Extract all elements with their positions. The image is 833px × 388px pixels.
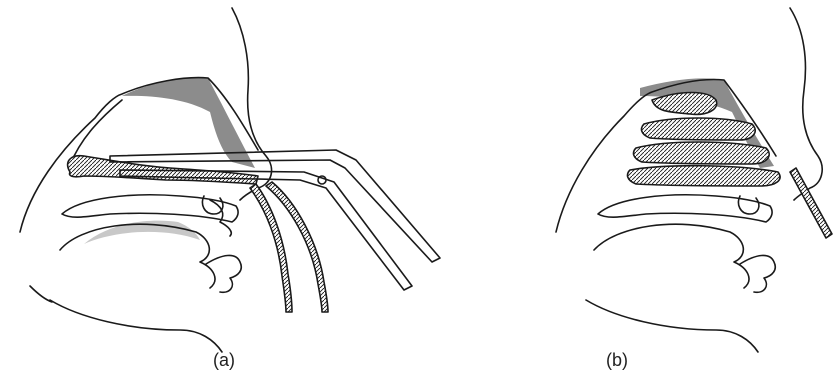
panel-b-packing-layer-2: [642, 118, 756, 140]
panel-a-label: (a): [213, 350, 235, 371]
panel-a-jaw: [50, 300, 222, 352]
panel-a-illustration: [20, 8, 440, 352]
panel-a-palate: [62, 195, 238, 222]
panel-b-label: (b): [606, 350, 628, 371]
panel-b-oral-outline: [594, 224, 749, 288]
panel-b-jaw: [586, 300, 758, 352]
panel-b-illustration: [556, 8, 832, 352]
panel-a-throat: [30, 286, 52, 302]
panel-b-packing-layer-4: [628, 166, 780, 186]
panel-a-gauze-strip-2: [266, 182, 328, 312]
panel-b-palate: [598, 195, 772, 222]
panel-b-packing-layer-3: [634, 142, 770, 164]
panel-b-gauze-tail: [790, 168, 832, 238]
